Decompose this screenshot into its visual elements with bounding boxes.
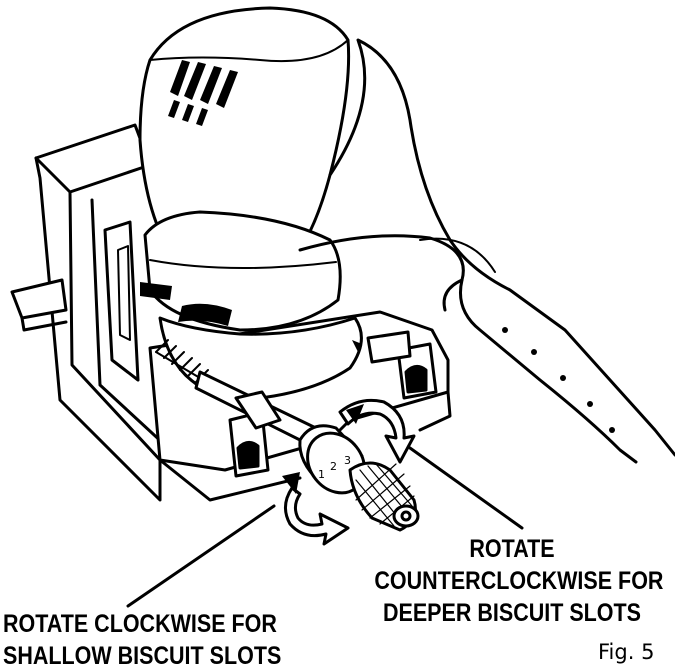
counterclockwise-callout-line-1: ROTATE: [469, 535, 555, 563]
figure-label: Fig. 5: [598, 640, 655, 664]
clockwise-arrow-icon: [282, 472, 350, 546]
cord-dots: [502, 327, 615, 433]
leader-line-clockwise: [126, 504, 276, 608]
dial-number-2: 2: [330, 460, 337, 473]
dial-number-3: 3: [344, 454, 351, 467]
dial-number-1: 1: [318, 468, 325, 481]
counterclockwise-callout-line-2: COUNTERCLOCKWISE FOR: [374, 567, 664, 595]
depth-adjust-assembly: 1 2 3: [155, 339, 420, 532]
clockwise-callout-line-2: SHALLOW BISCUIT SLOTS: [3, 642, 282, 670]
knurl-pattern: [355, 463, 415, 527]
leader-line-counterclockwise: [408, 446, 524, 530]
clockwise-callout-line-1: ROTATE CLOCKWISE FOR: [3, 610, 277, 638]
handle-and-cord: [298, 38, 675, 464]
counterclockwise-callout-line-3: DEEPER BISCUIT SLOTS: [382, 599, 642, 627]
counterclockwise-callout: ROTATE COUNTERCLOCKWISE FOR DEEPER BISCU…: [374, 533, 664, 629]
air-vents: [168, 60, 238, 126]
clockwise-callout: ROTATE CLOCKWISE FOR SHALLOW BISCUIT SLO…: [3, 608, 282, 672]
motor-housing: [138, 6, 363, 402]
spring: [155, 339, 209, 383]
counterclockwise-arrow-icon: [338, 398, 416, 464]
